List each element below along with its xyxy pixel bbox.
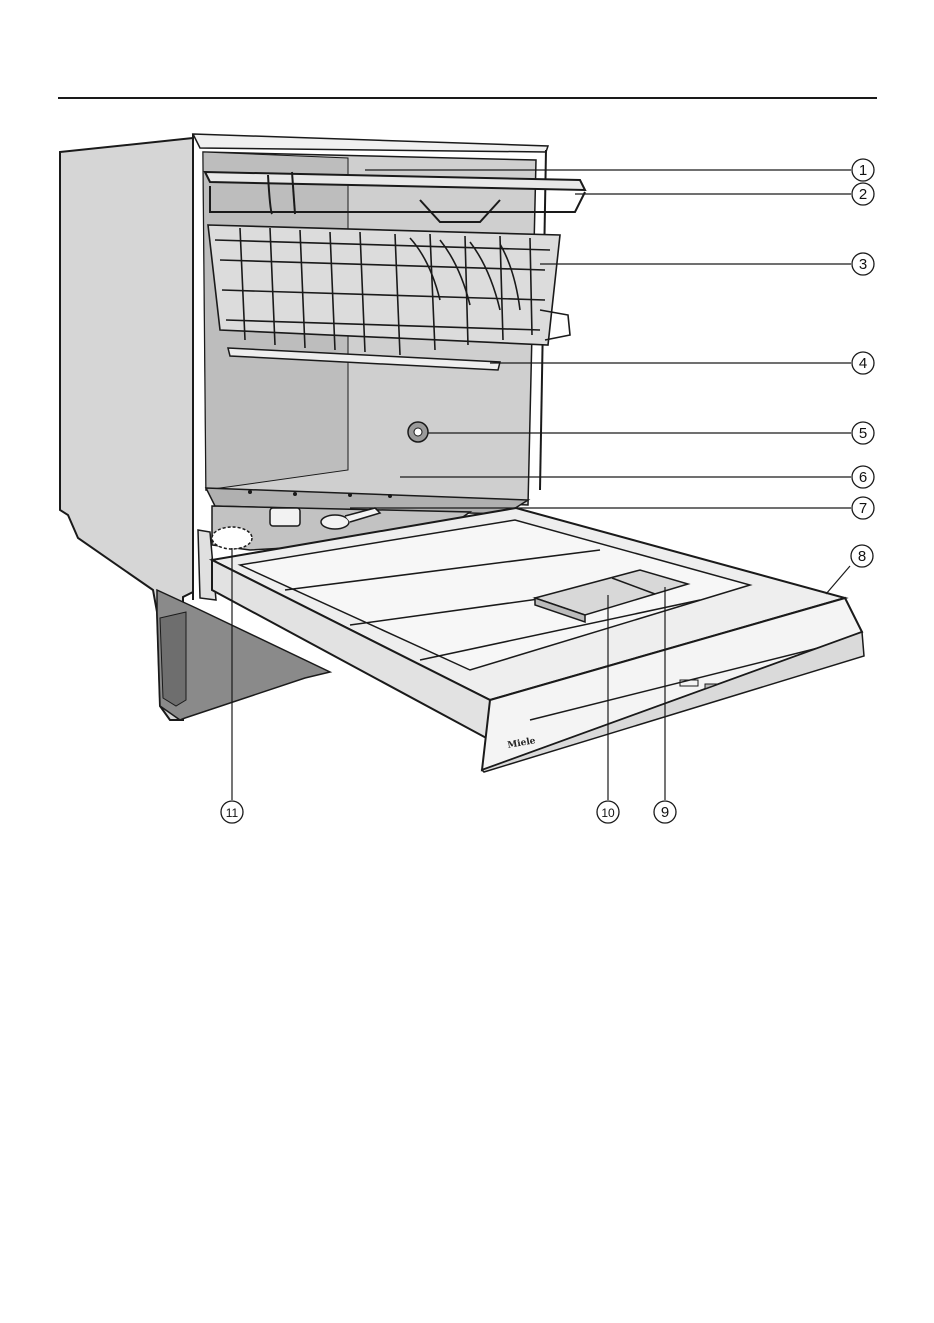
callout-10: 10 [597, 801, 619, 823]
callout-4-number: 4 [859, 355, 867, 372]
callout-7-number: 7 [859, 500, 867, 517]
callout-2-number: 2 [859, 186, 867, 203]
callout-1-number: 1 [859, 162, 867, 179]
callout-3: 3 [852, 253, 874, 275]
callout-8-number: 8 [858, 548, 866, 565]
callout-9-number: 9 [661, 804, 669, 821]
callout-5-number: 5 [859, 425, 867, 442]
callout-4: 4 [852, 352, 874, 374]
callout-5: 5 [852, 422, 874, 444]
callout-7: 7 [852, 497, 874, 519]
callout-3-number: 3 [859, 256, 867, 273]
callout-10-number: 10 [601, 806, 615, 820]
callout-1: 1 [852, 159, 874, 181]
top-frame [193, 134, 548, 152]
water-hardness-sensor [408, 422, 428, 442]
callout-8: 8 [851, 545, 873, 567]
callout-6: 6 [852, 466, 874, 488]
callout-2: 2 [852, 183, 874, 205]
salt-container-cap [212, 527, 252, 549]
leader-8 [826, 566, 850, 594]
callout-9: 9 [654, 801, 676, 823]
callout-11-number: 11 [226, 806, 239, 820]
callout-11: 11 [221, 801, 243, 823]
cabinet-base-shadow [160, 612, 186, 706]
callout-6-number: 6 [859, 469, 867, 486]
